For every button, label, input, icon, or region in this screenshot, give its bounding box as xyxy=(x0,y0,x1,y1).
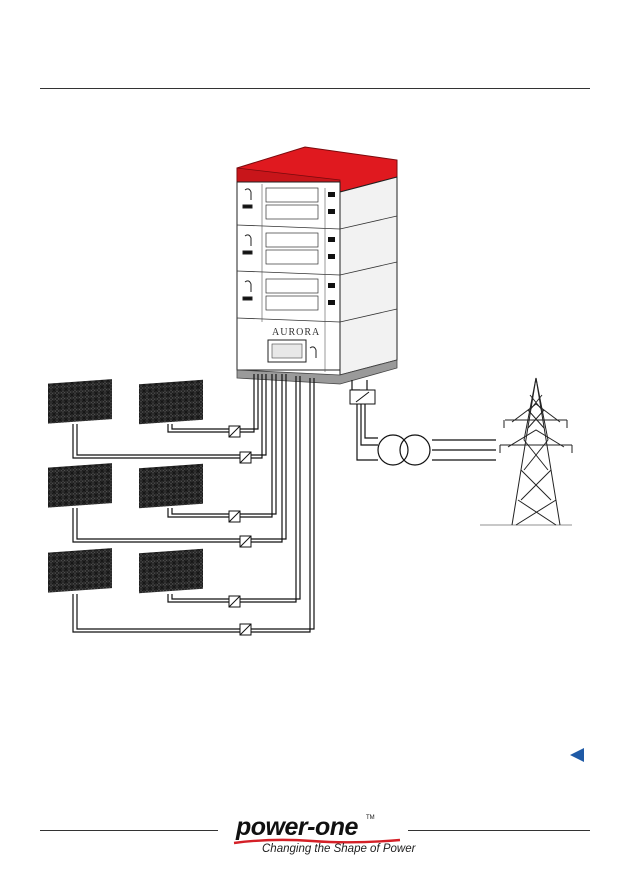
solar-panel xyxy=(139,464,203,508)
protection-box xyxy=(229,596,240,607)
back-arrow-icon[interactable] xyxy=(568,747,586,763)
protection-box xyxy=(240,624,251,635)
solar-panel xyxy=(139,380,203,424)
solar-panel-array xyxy=(48,379,203,593)
solar-panel xyxy=(139,549,203,593)
power-one-logo: power-one TM Changing the Shape of Power xyxy=(232,813,402,861)
transformer xyxy=(378,435,430,465)
footer-rule-left xyxy=(40,830,218,831)
solar-panel xyxy=(48,548,112,592)
solar-panel xyxy=(48,463,112,507)
footer-rule-right xyxy=(408,830,590,831)
transmission-tower xyxy=(480,378,572,525)
ac-switch-box xyxy=(350,390,375,404)
inverter-brand-label: AURORA xyxy=(272,327,320,338)
inverter-cabinet: AURORA xyxy=(237,147,397,384)
protection-box xyxy=(229,511,240,522)
protection-box xyxy=(240,536,251,547)
protection-box xyxy=(240,452,251,463)
dc-protection-boxes xyxy=(229,426,251,635)
logo-trademark: TM xyxy=(366,815,375,821)
logo-tagline: Changing the Shape of Power xyxy=(262,843,415,855)
protection-box xyxy=(229,426,240,437)
solar-panel xyxy=(48,379,112,423)
